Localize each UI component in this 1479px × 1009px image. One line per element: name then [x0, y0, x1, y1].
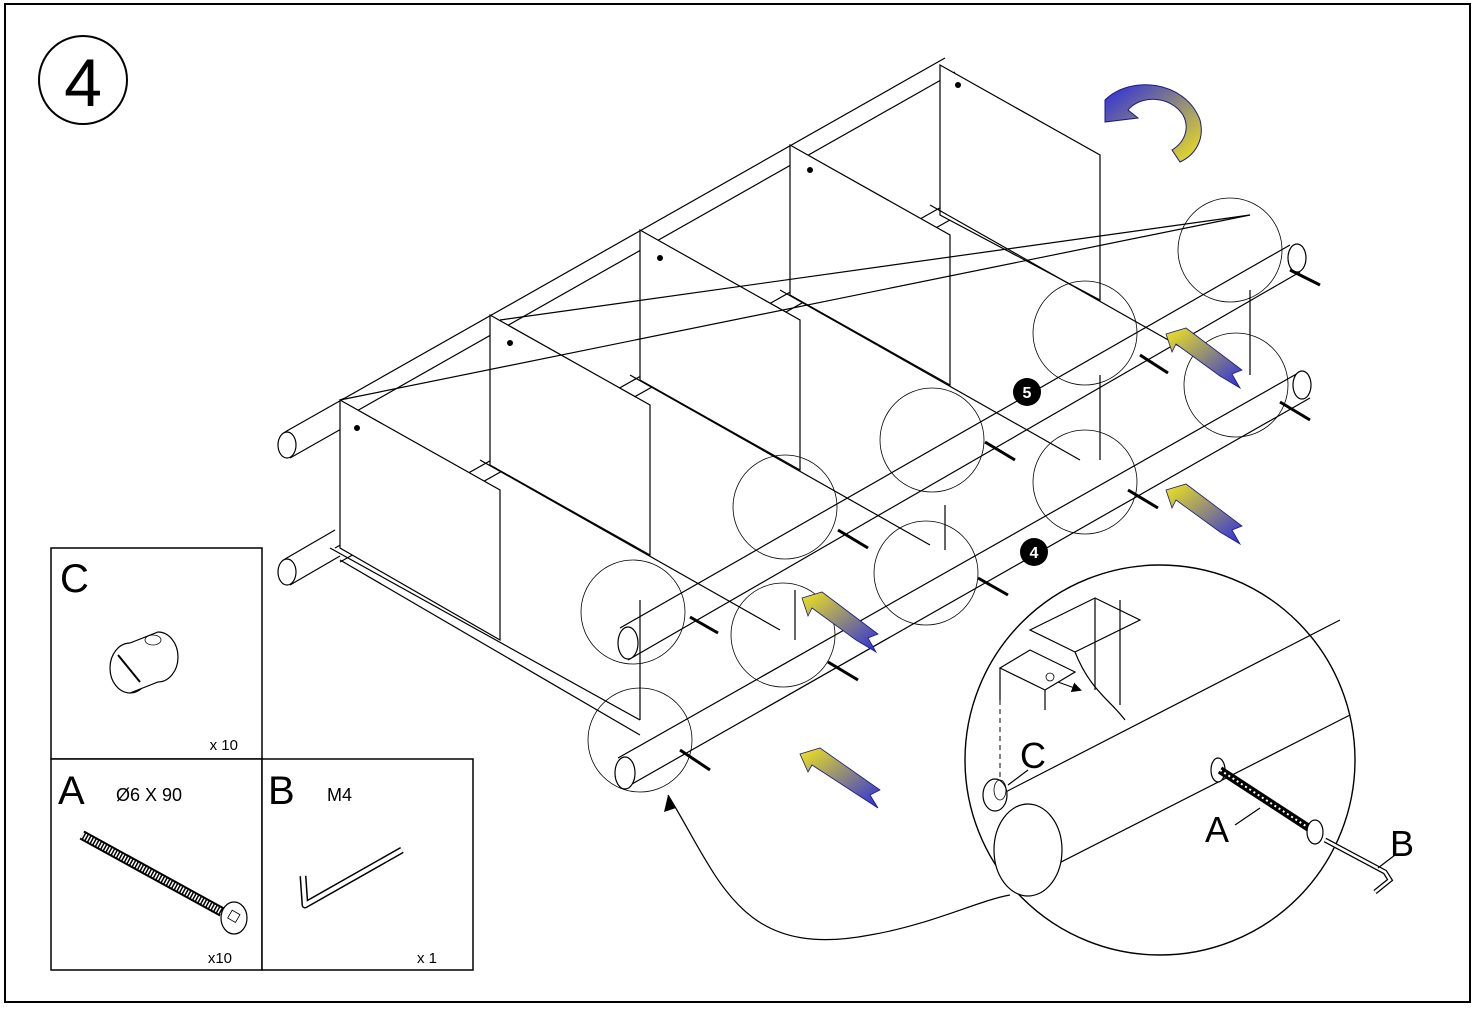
part-qty-a: x10	[208, 950, 232, 967]
substep-label: 4	[1030, 545, 1039, 562]
parts-box-c: C x 10	[50, 547, 263, 760]
black-circle-marker-icon	[1013, 378, 1041, 406]
panel-4	[789, 143, 951, 387]
detail-label-c: C	[1020, 735, 1046, 776]
allen-key-icon	[299, 846, 404, 909]
cam-barrel-nut-icon	[109, 631, 179, 694]
substep-5: 5	[1013, 378, 1041, 406]
part-letter-a: A	[58, 769, 85, 813]
substep-4: 4	[1020, 538, 1048, 566]
part-qty-b: x 1	[417, 950, 437, 967]
step-number-label: 4	[64, 45, 102, 121]
part-letter-c: C	[60, 557, 89, 601]
part-spec-b: M4	[327, 785, 352, 805]
panel-1	[339, 397, 501, 642]
panel-3	[639, 228, 801, 472]
diagram-frame	[4, 3, 1471, 1003]
part-letter-b: B	[268, 769, 295, 813]
parts-box-a: A Ø6 X 90 x10	[50, 758, 263, 971]
substep-label: 5	[1023, 385, 1032, 402]
step-number-circle-icon	[38, 35, 128, 125]
callout-curve	[667, 794, 1011, 941]
rotate-arrow-icon	[1104, 84, 1202, 163]
panel-5	[939, 63, 1101, 301]
detail-zoom: C A B	[964, 564, 1414, 956]
connection-circles	[580, 197, 1289, 793]
panel-2	[489, 313, 651, 557]
detail-label-a: A	[1205, 809, 1229, 850]
insert-arrow-icon	[799, 327, 1243, 809]
main-view-bolts	[679, 268, 1321, 772]
part-qty-c: x 10	[210, 737, 238, 754]
frame-structure	[277, 57, 1312, 790]
black-circle-marker-icon	[1020, 538, 1048, 566]
step-number: 4	[38, 35, 128, 125]
bolt-icon	[79, 830, 248, 935]
part-spec-a: Ø6 X 90	[116, 785, 182, 805]
parts-box-b: B M4 x 1	[261, 758, 474, 971]
detail-label-b: B	[1390, 823, 1414, 864]
